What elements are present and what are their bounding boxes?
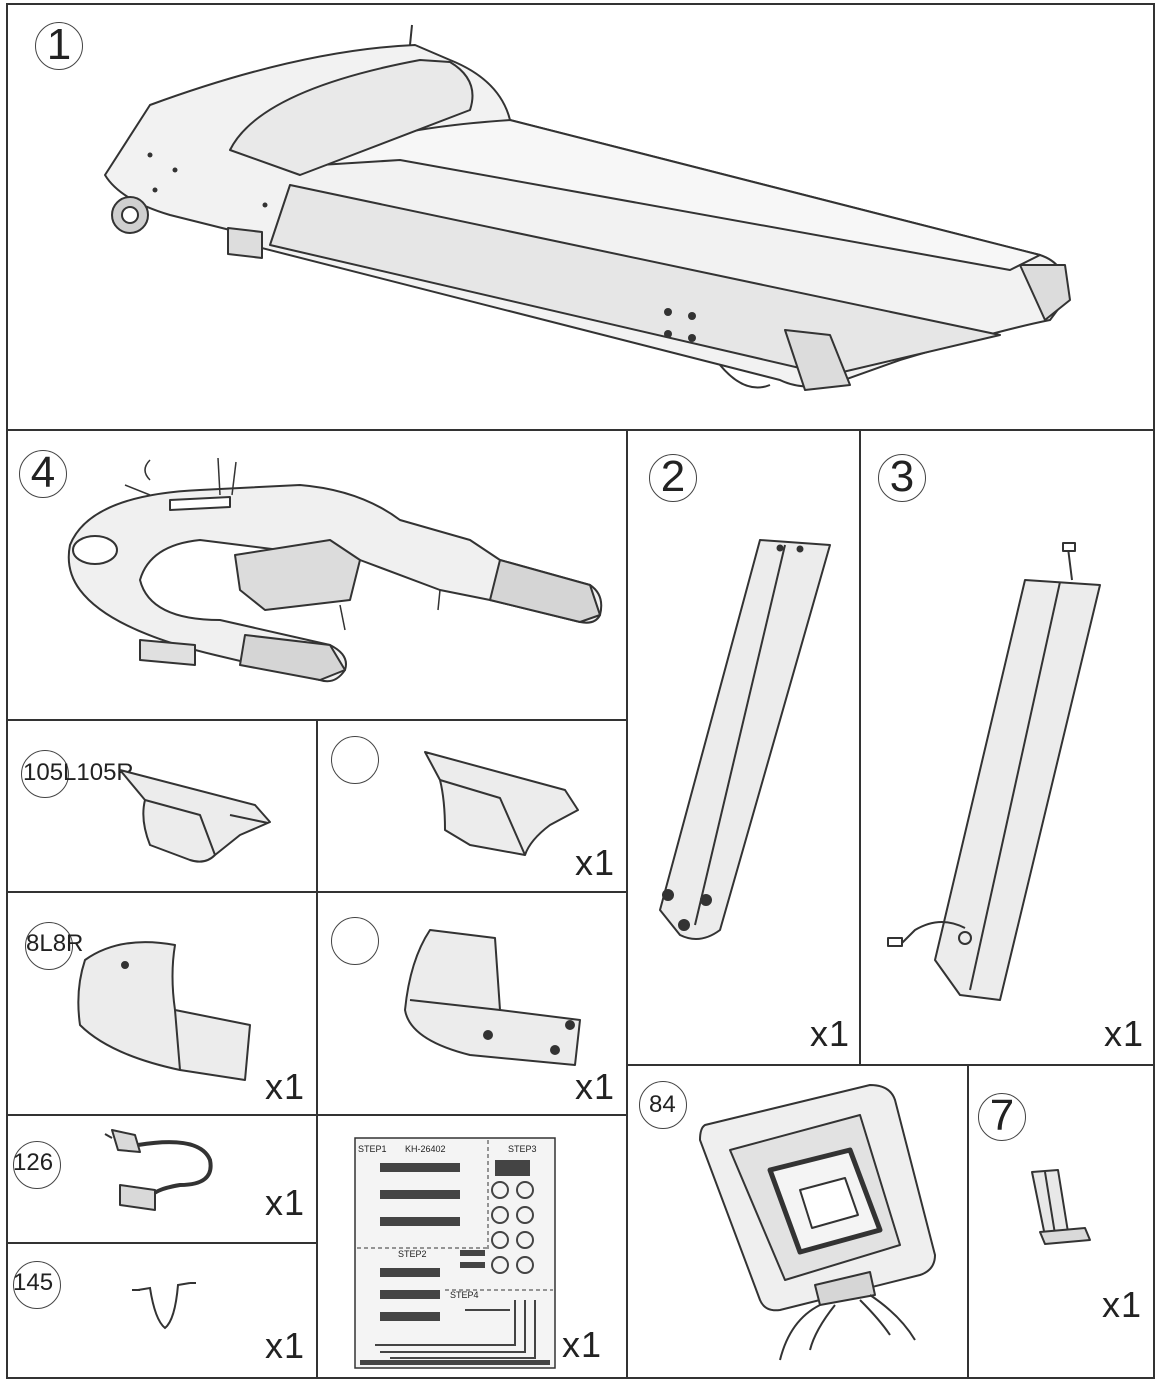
- part-base-cover-top-cell: 105L105R: [7, 720, 317, 892]
- part-bracket-cell: 7 x1: [968, 1065, 1154, 1378]
- part-number-badge: [25, 922, 73, 970]
- quantity-label: x1: [562, 1324, 603, 1365]
- part-base-cover-cell: 8L8R x1: [7, 892, 317, 1115]
- part-console-cell: 4: [7, 430, 627, 720]
- kit-step-1: STEP1: [358, 1144, 387, 1154]
- part-number-label: 126: [13, 1149, 54, 1176]
- kit-step-4: STEP4: [450, 1290, 479, 1300]
- base-cover-top-drawing: [119, 751, 579, 863]
- part-number-badge: [21, 750, 69, 798]
- part-number-badge: [639, 1081, 687, 1129]
- part-upright-right-cell: 3 x1: [860, 430, 1154, 1065]
- quantity-label: x1: [265, 1182, 306, 1223]
- kit-step-3: STEP3: [508, 1144, 537, 1154]
- part-number-badge: [331, 917, 379, 965]
- quantity-label: x1: [1102, 1284, 1143, 1325]
- kit-step-2: STEP2: [398, 1249, 427, 1259]
- quantity-label: x1: [575, 1066, 616, 1107]
- kit-code: KH-26402: [405, 1144, 446, 1154]
- part-number-badge: 1: [35, 22, 83, 70]
- part-frame-cell: 1: [7, 4, 1154, 430]
- quantity-label: x1: [265, 1325, 306, 1366]
- part-number-badge: 3: [878, 454, 926, 502]
- treadmill-frame-drawing: [104, 24, 1071, 391]
- part-base-cover-top-mirror-cell: x1: [317, 720, 627, 892]
- upright-left-drawing: [659, 539, 831, 940]
- quantity-label: x1: [810, 1013, 851, 1054]
- part-power-cord-cell: 126 x1: [7, 1115, 317, 1243]
- hardware-kit-card: STEP1 KH-26402 STEP3 STEP2 STEP4: [354, 1137, 556, 1369]
- part-number-label: 105L105R: [23, 759, 134, 786]
- part-number-badge: 7: [978, 1093, 1026, 1141]
- part-number-badge: 4: [19, 450, 67, 498]
- console-drawing: [67, 457, 603, 683]
- part-number-label: 145: [13, 1269, 54, 1296]
- part-audio-cable-cell: 145 x1: [7, 1243, 317, 1378]
- upright-right-drawing: [887, 542, 1101, 1001]
- quantity-label: x1: [575, 842, 616, 883]
- part-number-label: 8L8R: [26, 930, 84, 957]
- part-number-badge: 2: [649, 454, 697, 502]
- base-cover-drawing: [77, 929, 581, 1081]
- part-number-badge: [13, 1261, 61, 1309]
- tablet-holder-drawing: [699, 1084, 936, 1361]
- part-hardware-kit-cell: x1: [317, 1115, 627, 1378]
- quantity-label: x1: [1104, 1013, 1145, 1054]
- audio-cable-drawing: [132, 1282, 196, 1330]
- power-cord-drawing: [104, 1129, 213, 1211]
- part-number-label: 84: [649, 1091, 676, 1118]
- part-upright-left-cell: 2 x1: [627, 430, 860, 1065]
- part-number-badge: [331, 736, 379, 784]
- quantity-label: x1: [265, 1066, 306, 1107]
- part-base-cover-mirror-cell: x1: [317, 892, 627, 1115]
- part-number-badge: [13, 1141, 61, 1189]
- part-tablet-holder-cell: 84: [627, 1065, 968, 1378]
